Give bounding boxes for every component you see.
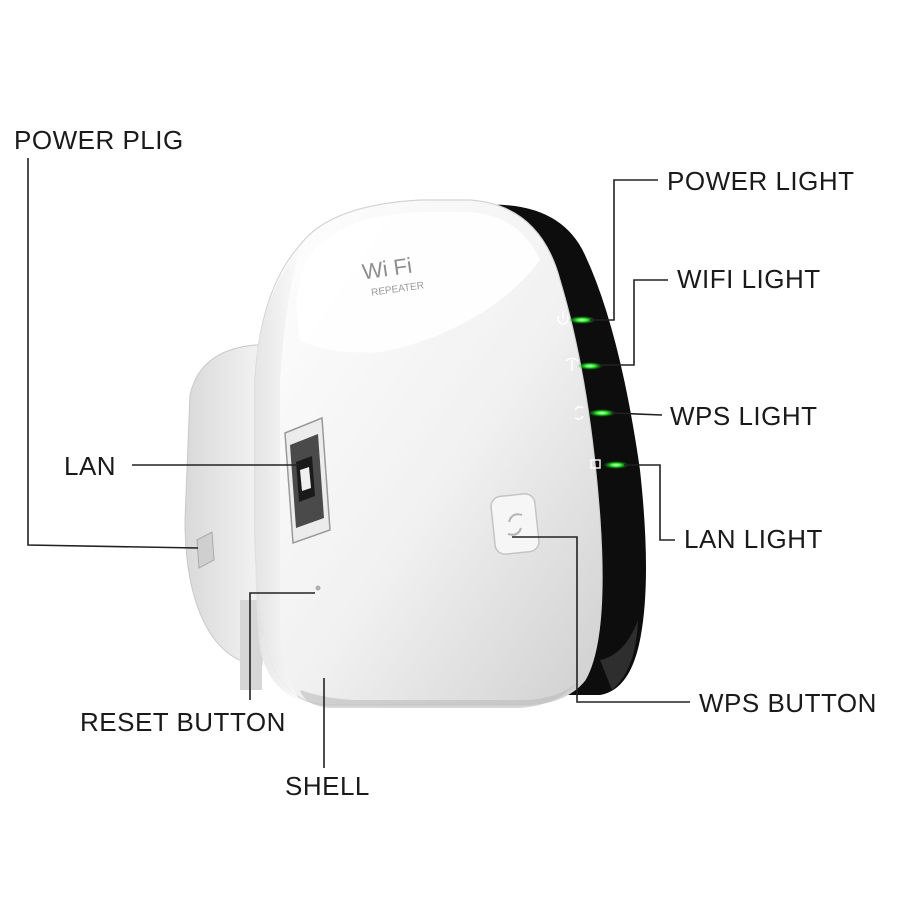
- power-icon: [557, 311, 569, 325]
- leader-lan-light: [624, 464, 675, 541]
- label-reset-button: RESET BUTTON: [80, 707, 286, 737]
- label-wifi-light: WIFI LIGHT: [677, 264, 821, 294]
- lan-led: [603, 461, 629, 469]
- label-power-plug: POWER PLIG: [14, 125, 184, 155]
- indicator-lan: [590, 459, 629, 469]
- reset-pinhole: [315, 585, 321, 591]
- shell-body: [254, 199, 603, 708]
- wps-button: [490, 493, 540, 555]
- wps-icon: [574, 406, 584, 420]
- label-power-light: POWER LIGHT: [667, 166, 855, 196]
- leader-wifi-light: [600, 279, 668, 366]
- label-wps-button: WPS BUTTON: [699, 688, 877, 718]
- wps-button-icon: [507, 513, 523, 536]
- label-wps-light: WPS LIGHT: [670, 401, 818, 431]
- indicator-power: [557, 311, 596, 325]
- plug-base: [184, 344, 263, 690]
- label-lan-light: LAN LIGHT: [684, 524, 823, 554]
- leader-wps-button: [512, 536, 690, 703]
- label-shell: SHELL: [285, 771, 370, 801]
- leader-power-plug: [27, 158, 199, 549]
- front-black-band: [480, 204, 646, 696]
- indicator-wps: [574, 406, 616, 420]
- indicator-wifi: [565, 357, 603, 371]
- lan-port: [284, 416, 331, 545]
- power-plug-pin: [196, 531, 215, 569]
- leader-power-light: [590, 179, 658, 321]
- wifi-signal-icon: [565, 357, 579, 371]
- wps-led: [588, 409, 616, 417]
- label-lan: LAN: [64, 451, 117, 481]
- lan-icon: [590, 459, 601, 469]
- leader-lines: [27, 158, 690, 768]
- wifi-led: [577, 362, 603, 370]
- leader-reset-button: [249, 592, 315, 700]
- leader-wps-light: [611, 412, 663, 416]
- power-led: [568, 316, 596, 324]
